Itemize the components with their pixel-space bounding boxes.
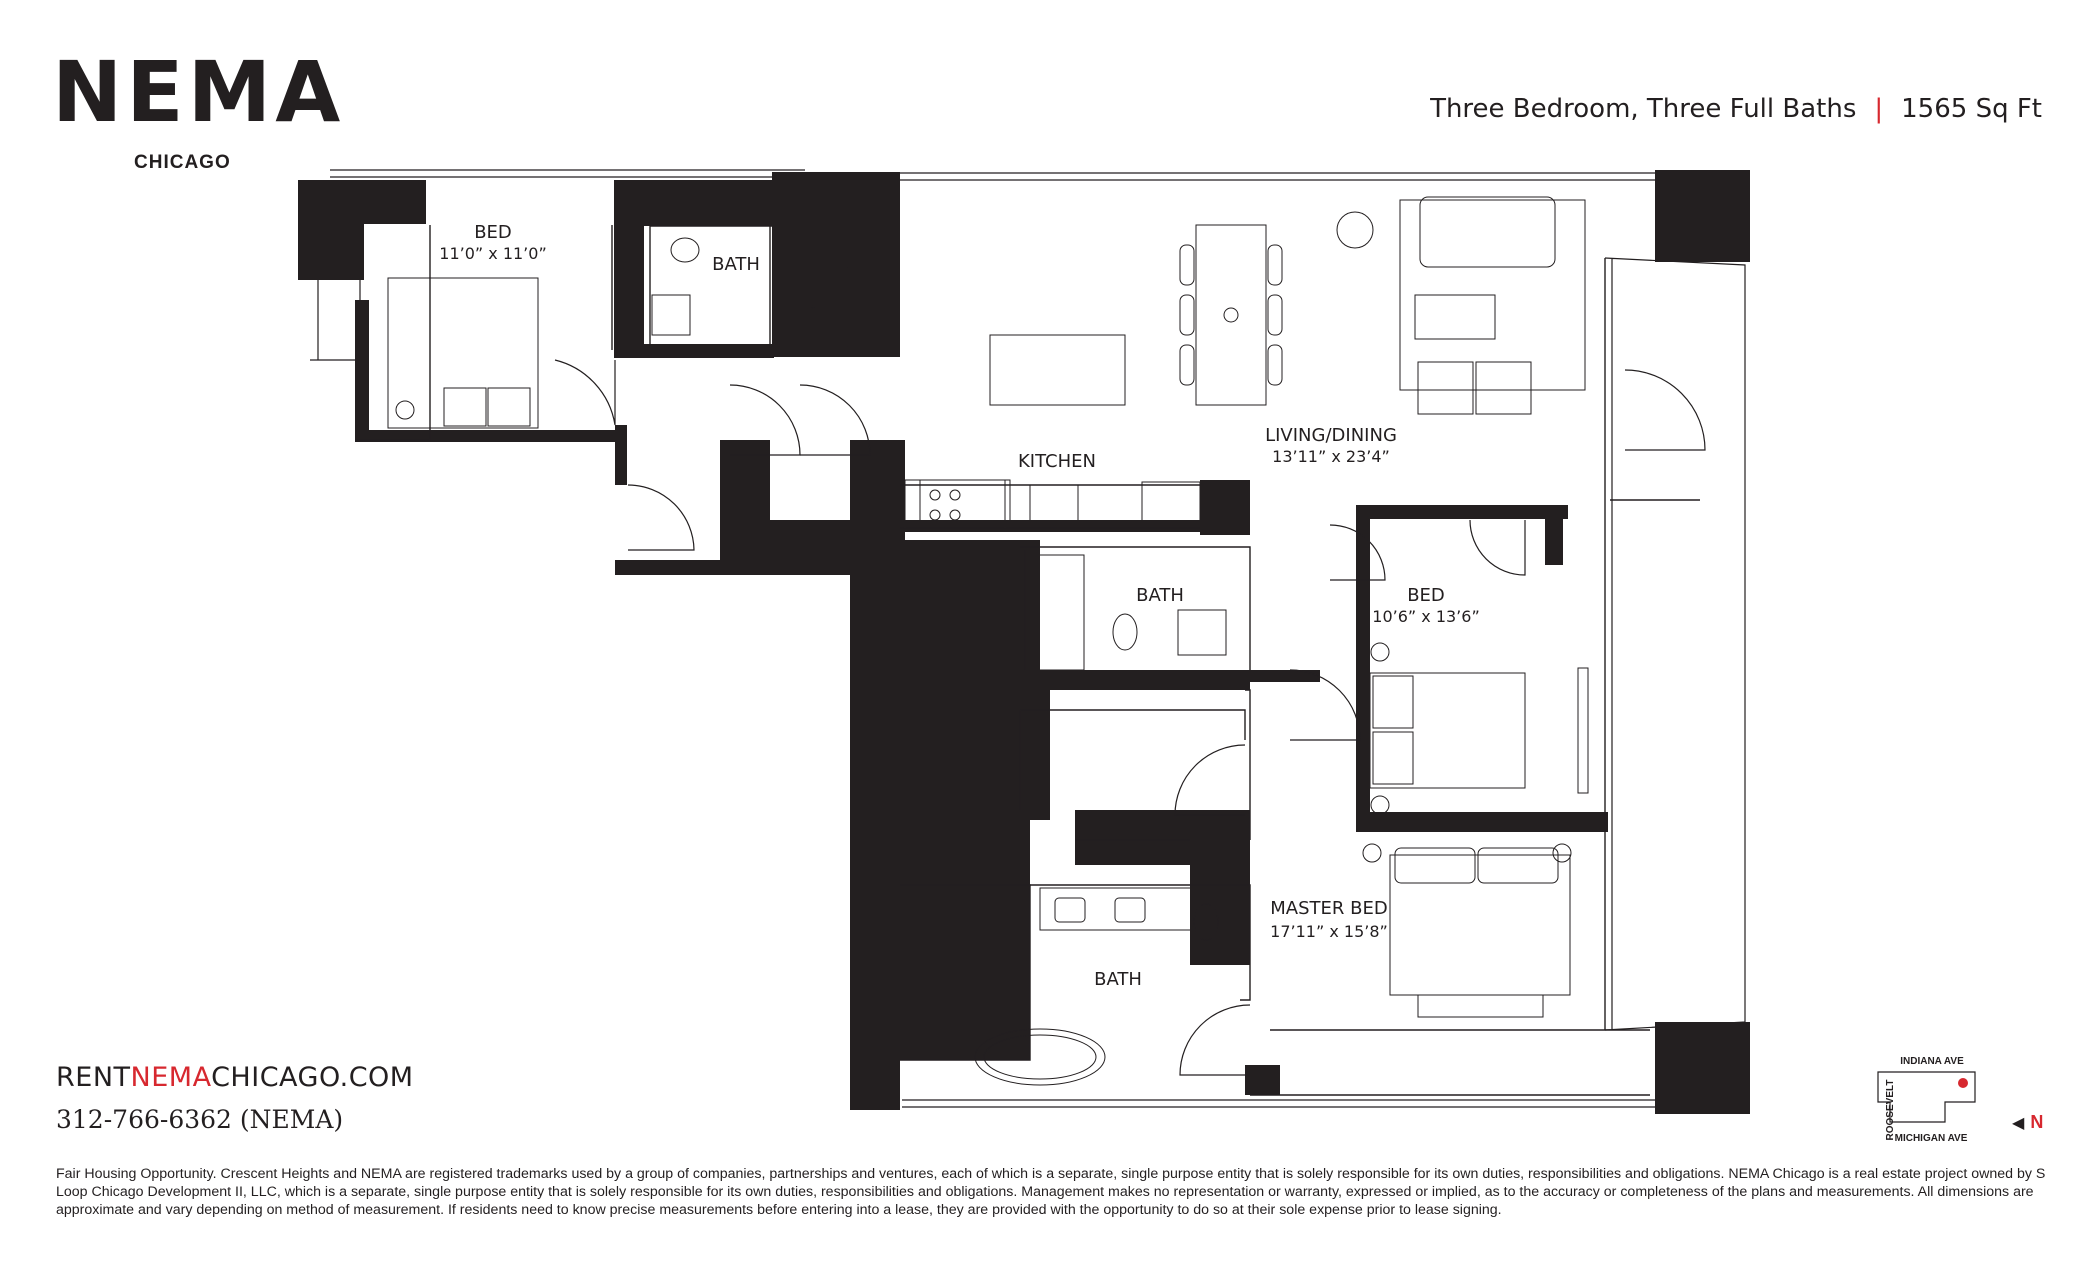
map-street-top: INDIANA AVE xyxy=(1900,1056,1964,1067)
room-bed2-dims: 10’6” x 13’6” xyxy=(1372,607,1479,626)
phone-number: 312-766-6362 (NEMA) xyxy=(56,1105,344,1134)
map-street-side: ROOSEVELT xyxy=(1885,1080,1896,1141)
room-bed1-label: BED xyxy=(474,222,512,243)
header-separator: | xyxy=(1874,94,1884,124)
kitchen-counter xyxy=(904,479,1006,529)
unit-location-marker xyxy=(1958,1078,1968,1088)
room-kitchen-label: KITCHEN xyxy=(1018,451,1096,472)
wall-fill xyxy=(298,170,1750,1114)
url-suffix: CHICAGO.COM xyxy=(211,1062,414,1093)
room-bed2-label: BED xyxy=(1407,585,1445,606)
window-line xyxy=(310,169,1746,1108)
room-bath2-label: BATH xyxy=(1136,585,1184,606)
furniture xyxy=(387,196,1589,1086)
url-prefix: RENT xyxy=(56,1062,131,1093)
room-living-label: LIVING/DINING xyxy=(1265,425,1397,446)
door-swings xyxy=(554,359,1706,1076)
map-street-bottom: MICHIGAN AVE xyxy=(1895,1133,1968,1144)
room-master-label: MASTER BED xyxy=(1270,898,1387,919)
room-master-dims: 17’11” x 15’8” xyxy=(1270,922,1388,941)
room-outlines xyxy=(355,225,1700,1096)
room-bath3-label: BATH xyxy=(1094,969,1142,990)
nema-logo: NEMA xyxy=(52,43,345,141)
room-living-dims: 13’11” x 23’4” xyxy=(1272,447,1390,466)
website-link[interactable]: RENTNEMACHICAGO.COM xyxy=(56,1062,414,1093)
url-highlight: NEMA xyxy=(130,1062,212,1093)
north-indicator: ◀N xyxy=(2012,1112,2043,1133)
floor-plan: BED 11’0” x 11’0” BATH KITCHEN LIVING/DI… xyxy=(298,169,1976,1144)
unit-type: Three Bedroom, Three Full Baths xyxy=(1430,94,1857,124)
unit-area: 1565 Sq Ft xyxy=(1901,94,2042,124)
north-label: N xyxy=(2030,1112,2044,1132)
room-bed1-dims: 11’0” x 11’0” xyxy=(439,244,546,263)
unit-summary: Three Bedroom, Three Full Baths | 1565 Sq … xyxy=(1430,94,2042,124)
site-map: INDIANA AVE MICHIGAN AVE ROOSEVELT xyxy=(1877,1056,1976,1144)
logo-city: CHICAGO xyxy=(134,152,231,173)
legal-disclaimer: Fair Housing Opportunity. Crescent Heigh… xyxy=(56,1166,2046,1218)
room-bath1-label: BATH xyxy=(712,254,760,275)
north-arrow-icon: ◀ xyxy=(2012,1115,2025,1132)
